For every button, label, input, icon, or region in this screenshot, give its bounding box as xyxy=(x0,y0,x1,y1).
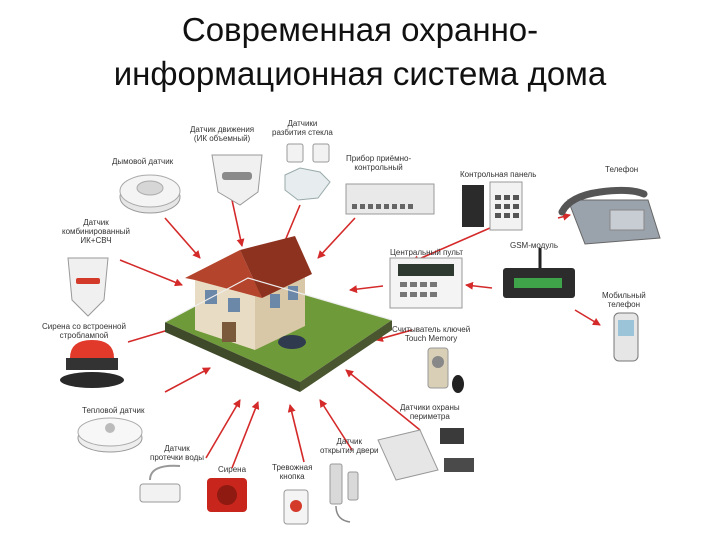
perimeter-sensors-icon xyxy=(377,428,474,481)
combined-sensor-icon xyxy=(67,257,109,317)
siren-strobe-icon xyxy=(60,340,124,388)
water-leak-sensor-icon xyxy=(139,464,181,503)
control-panel-keypad-icon xyxy=(462,181,523,231)
arrow-water xyxy=(205,399,241,459)
panic-button-icon xyxy=(283,489,309,525)
arrow-panic xyxy=(287,404,305,463)
arrow-siren xyxy=(231,401,260,469)
arrow-control-panel xyxy=(411,227,491,263)
arrow-heat xyxy=(164,367,211,393)
label-control-panel: Контрольная панель xyxy=(460,170,537,179)
label-phone: Телефон xyxy=(605,165,639,174)
label-smoke-detector: Дымовой датчик xyxy=(112,157,174,166)
motion-sensor-icon xyxy=(211,154,263,206)
gsm-module-icon xyxy=(503,248,575,298)
arrow-receiver xyxy=(317,217,356,259)
door-contact-sensor-icon xyxy=(329,463,359,523)
arrow-door xyxy=(319,399,353,451)
central-console-icon xyxy=(389,257,463,309)
telephone-icon xyxy=(558,186,661,245)
touch-memory-reader-icon xyxy=(427,347,464,393)
arrow-combined xyxy=(119,259,183,287)
label-gsm-module: GSM-модуль xyxy=(510,241,558,250)
smoke-detector-icon xyxy=(119,174,181,214)
heat-detector-icon xyxy=(77,417,143,453)
mobile-phone-icon xyxy=(613,312,639,362)
glass-break-sensor-icon xyxy=(284,143,331,201)
label-motion-sensor: Датчик движения(ИК объемный) xyxy=(190,125,255,143)
label-siren: Сирена xyxy=(218,465,247,474)
label-receiver: Прибор приёмно-контрольный xyxy=(346,154,412,172)
house-illustration xyxy=(164,236,393,392)
label-central-console: Центральный пульт xyxy=(390,248,464,257)
arrow-gsm-in xyxy=(465,281,493,290)
arrow-mobile xyxy=(574,309,601,326)
slide-title: Современная охранно- информационная сист… xyxy=(0,8,720,96)
title-line-1: Современная охранно- xyxy=(181,11,539,48)
arrow-central xyxy=(349,285,384,294)
title-line-2: информационная система дома xyxy=(113,55,607,92)
label-heat-detector: Тепловой датчик xyxy=(82,406,145,415)
control-receiver-icon xyxy=(345,183,435,215)
connection-arrows xyxy=(119,199,601,469)
arrow-motion xyxy=(231,199,245,247)
arrow-perimeter xyxy=(345,369,421,431)
arrow-key-reader xyxy=(375,329,413,342)
arrow-phone xyxy=(557,212,571,221)
arrow-smoke xyxy=(164,217,201,259)
siren-icon xyxy=(207,478,247,512)
